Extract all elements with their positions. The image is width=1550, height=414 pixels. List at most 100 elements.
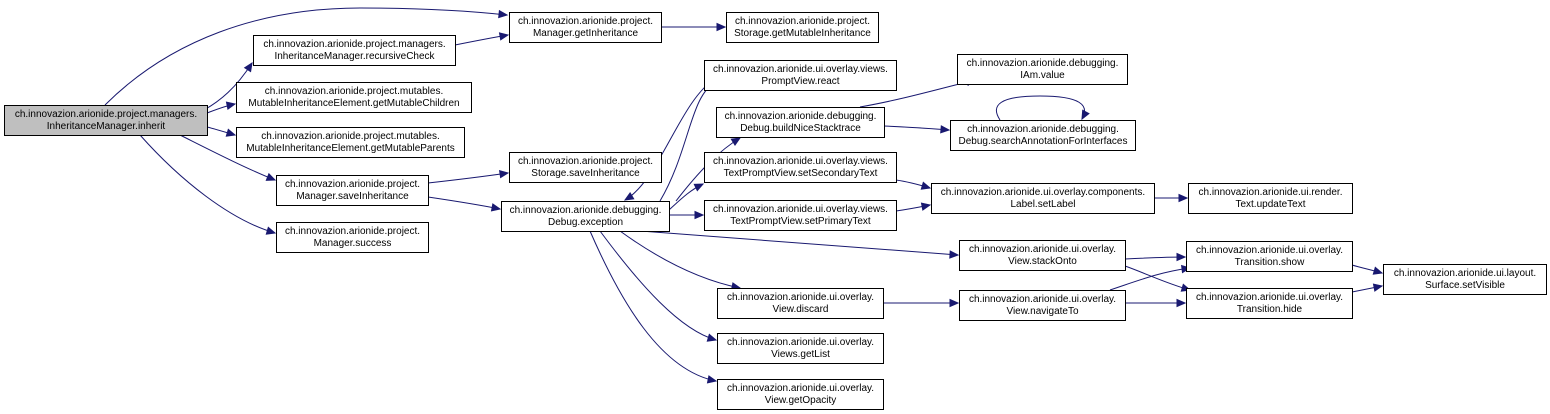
edge-line <box>104 7 508 106</box>
edge-line <box>427 172 509 184</box>
node-success[interactable]: ch.innovazion.arionide.project.Manager.s… <box>276 222 429 253</box>
node-buildNiceStacktrace[interactable]: ch.innovazion.arionide.debugging.Debug.b… <box>716 107 885 138</box>
arrowhead <box>694 210 705 220</box>
node-label-line: ch.innovazion.arionide.ui.overlay. <box>727 337 874 348</box>
node-box <box>253 35 456 66</box>
arrowhead <box>243 61 253 73</box>
edge-inherit-to-recursiveCheck <box>203 61 253 111</box>
node-box <box>4 105 208 136</box>
node-label-line: ch.innovazion.arionide.ui.render. <box>1199 187 1343 198</box>
edge-setSecondaryText-to-setLabel <box>895 179 932 190</box>
node-box <box>717 379 884 410</box>
node-label-line: Transition.show <box>1235 257 1305 268</box>
node-label-line: Storage.saveInheritance <box>531 168 640 179</box>
node-label-line: ch.innovazion.arionide.project.managers. <box>15 109 197 120</box>
node-box <box>276 175 429 206</box>
edge-line <box>995 95 1086 121</box>
node-label-line: IAm.value <box>1020 70 1065 81</box>
node-label-line: MutableInheritanceElement.getMutablePare… <box>246 143 454 154</box>
node-label-line: Label.setLabel <box>1010 199 1075 210</box>
node-label-line: Manager.success <box>314 238 392 249</box>
node-label-line: Surface.setVisible <box>1425 280 1505 291</box>
edge-exception-to-stackOnto <box>639 230 960 259</box>
node-label-line: ch.innovazion.arionide.project. <box>735 16 870 27</box>
node-getInheritance[interactable]: ch.innovazion.arionide.project.Manager.g… <box>509 12 662 43</box>
node-box <box>1186 241 1353 272</box>
arrowhead <box>623 191 635 201</box>
node-setVisible[interactable]: ch.innovazion.arionide.ui.layout.Surface… <box>1383 264 1547 295</box>
arrowhead <box>265 172 277 181</box>
node-label-line: Debug.exception <box>548 217 623 228</box>
node-setPrimaryText[interactable]: ch.innovazion.arionide.ui.overlay.views.… <box>704 200 897 231</box>
arrowhead <box>225 128 237 137</box>
edge-exception-to-setPrimaryText <box>669 210 705 220</box>
edge-line <box>589 230 717 382</box>
arrowhead <box>949 250 960 259</box>
edge-discard-to-navigateTo <box>883 298 960 308</box>
node-box <box>704 200 897 231</box>
node-recursiveCheck[interactable]: ch.innovazion.arionide.project.managers.… <box>253 35 456 66</box>
node-inherit[interactable]: ch.innovazion.arionide.project.managers.… <box>4 105 208 136</box>
arrowhead <box>490 203 502 212</box>
edge-exception-to-setSecondaryText <box>668 183 705 211</box>
edge-inherit-to-getMutableParents <box>206 126 237 137</box>
edge-exception-to-react <box>659 81 718 202</box>
edge-saveInheritanceMgr-to-exception <box>427 196 502 212</box>
node-label-line: Debug.searchAnnotationForInterfaces <box>959 136 1128 147</box>
node-react[interactable]: ch.innovazion.arionide.ui.overlay.views.… <box>704 60 897 91</box>
arrowhead <box>949 298 960 308</box>
node-box <box>236 82 472 113</box>
node-setSecondaryText[interactable]: ch.innovazion.arionide.ui.overlay.views.… <box>704 152 897 183</box>
node-saveInheritanceStorage[interactable]: ch.innovazion.arionide.project.Storage.s… <box>509 152 662 183</box>
node-stackOnto[interactable]: ch.innovazion.arionide.ui.overlay.View.s… <box>959 240 1126 271</box>
node-box <box>726 12 879 43</box>
node-label-line: ch.innovazion.arionide.ui.overlay. <box>1196 245 1343 256</box>
arrowhead <box>920 202 932 211</box>
node-label-line: TextPromptView.setPrimaryText <box>730 216 871 227</box>
arrowhead <box>1178 193 1189 203</box>
node-getMutableParents[interactable]: ch.innovazion.arionide.project.mutables.… <box>236 127 465 158</box>
nodes-layer: ch.innovazion.arionide.project.managers.… <box>4 12 1547 410</box>
node-show[interactable]: ch.innovazion.arionide.ui.overlay.Transi… <box>1186 241 1353 272</box>
edge-line <box>619 230 741 289</box>
arrowhead <box>498 170 510 179</box>
node-label-line: Storage.getMutableInheritance <box>734 28 871 39</box>
edge-inherit-to-getMutableChildren <box>206 101 237 114</box>
node-label-line: ch.innovazion.arionide.debugging. <box>967 124 1119 135</box>
node-label-line: InheritanceManager.recursiveCheck <box>274 51 435 62</box>
node-hide[interactable]: ch.innovazion.arionide.ui.overlay.Transi… <box>1186 288 1353 319</box>
node-label-line: Manager.saveInheritance <box>296 191 409 202</box>
node-updateText[interactable]: ch.innovazion.arionide.ui.render.Text.up… <box>1188 183 1353 214</box>
node-searchAnnotation[interactable]: ch.innovazion.arionide.debugging.Debug.s… <box>950 120 1136 151</box>
node-label-line: ch.innovazion.arionide.ui.overlay. <box>727 292 874 303</box>
arrowhead <box>716 22 727 32</box>
arrowhead <box>1372 266 1384 275</box>
arrowhead <box>693 183 705 192</box>
node-box <box>931 183 1155 214</box>
node-saveInheritanceMgr[interactable]: ch.innovazion.arionide.project.Manager.s… <box>276 175 429 206</box>
arrowhead <box>1176 298 1187 308</box>
node-label-line: ch.innovazion.arionide.ui.overlay.views. <box>713 156 888 167</box>
node-label-line: ch.innovazion.arionide.project.mutables. <box>265 86 443 97</box>
node-label-line: ch.innovazion.arionide.ui.overlay. <box>969 294 1116 305</box>
node-discard[interactable]: ch.innovazion.arionide.ui.overlay.View.d… <box>717 288 884 319</box>
edge-buildNiceStacktrace-to-searchAnnotation <box>883 125 951 134</box>
node-getMutableChildren[interactable]: ch.innovazion.arionide.project.mutables.… <box>236 82 472 113</box>
edge-line <box>139 134 276 234</box>
node-label-line: ch.innovazion.arionide.ui.overlay. <box>1196 292 1343 303</box>
node-getMutableInheritance[interactable]: ch.innovazion.arionide.project.Storage.g… <box>726 12 879 43</box>
node-getList[interactable]: ch.innovazion.arionide.ui.overlay.Views.… <box>717 333 884 364</box>
node-box <box>959 290 1126 321</box>
arrowhead <box>706 375 718 384</box>
node-navigateTo[interactable]: ch.innovazion.arionide.ui.overlay.View.n… <box>959 290 1126 321</box>
node-iamValue[interactable]: ch.innovazion.arionide.debugging.IAm.val… <box>957 54 1128 85</box>
node-getOpacity[interactable]: ch.innovazion.arionide.ui.overlay.View.g… <box>717 379 884 410</box>
node-exception[interactable]: ch.innovazion.arionide.debugging.Debug.e… <box>501 201 670 232</box>
edge-exception-to-getOpacity <box>589 230 718 384</box>
edge-line <box>1124 256 1186 260</box>
edge-line <box>639 230 959 256</box>
arrowhead <box>498 9 509 19</box>
node-setLabel[interactable]: ch.innovazion.arionide.ui.overlay.compon… <box>931 183 1155 214</box>
edge-line <box>599 230 717 341</box>
node-box <box>509 152 662 183</box>
